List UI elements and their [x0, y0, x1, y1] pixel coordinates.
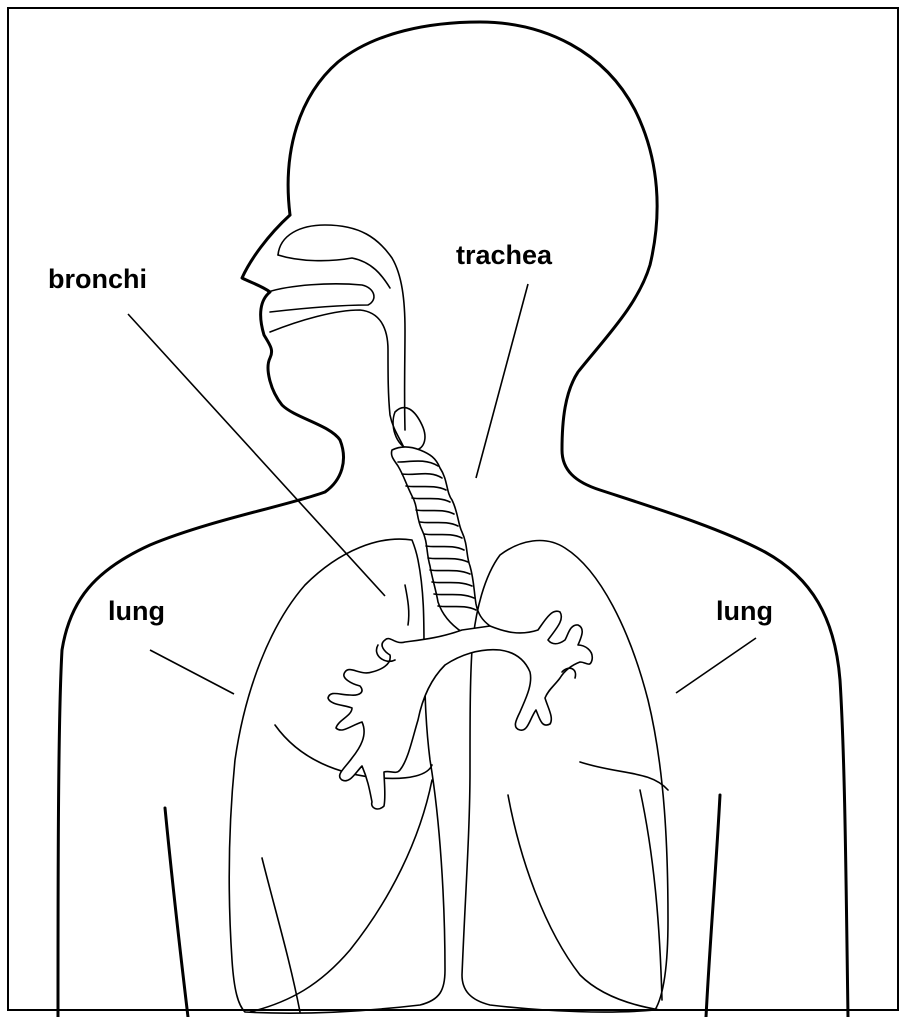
label-trachea: trachea: [456, 240, 553, 270]
bronchial-tree: [328, 611, 592, 809]
label-lung-left-side: lung: [716, 596, 773, 626]
label-lung-right-side: lung: [108, 596, 165, 626]
bronchi-leader-line: [128, 314, 385, 596]
nasal-cavity: [268, 225, 425, 450]
lung-left-leader-line: [676, 638, 756, 693]
trachea-leader-line: [476, 284, 528, 478]
lung-right-shape: [229, 539, 445, 1013]
label-bronchi: bronchi: [48, 264, 147, 294]
lung-left-shape: [462, 541, 668, 1013]
lung-right-leader-line: [150, 650, 234, 694]
